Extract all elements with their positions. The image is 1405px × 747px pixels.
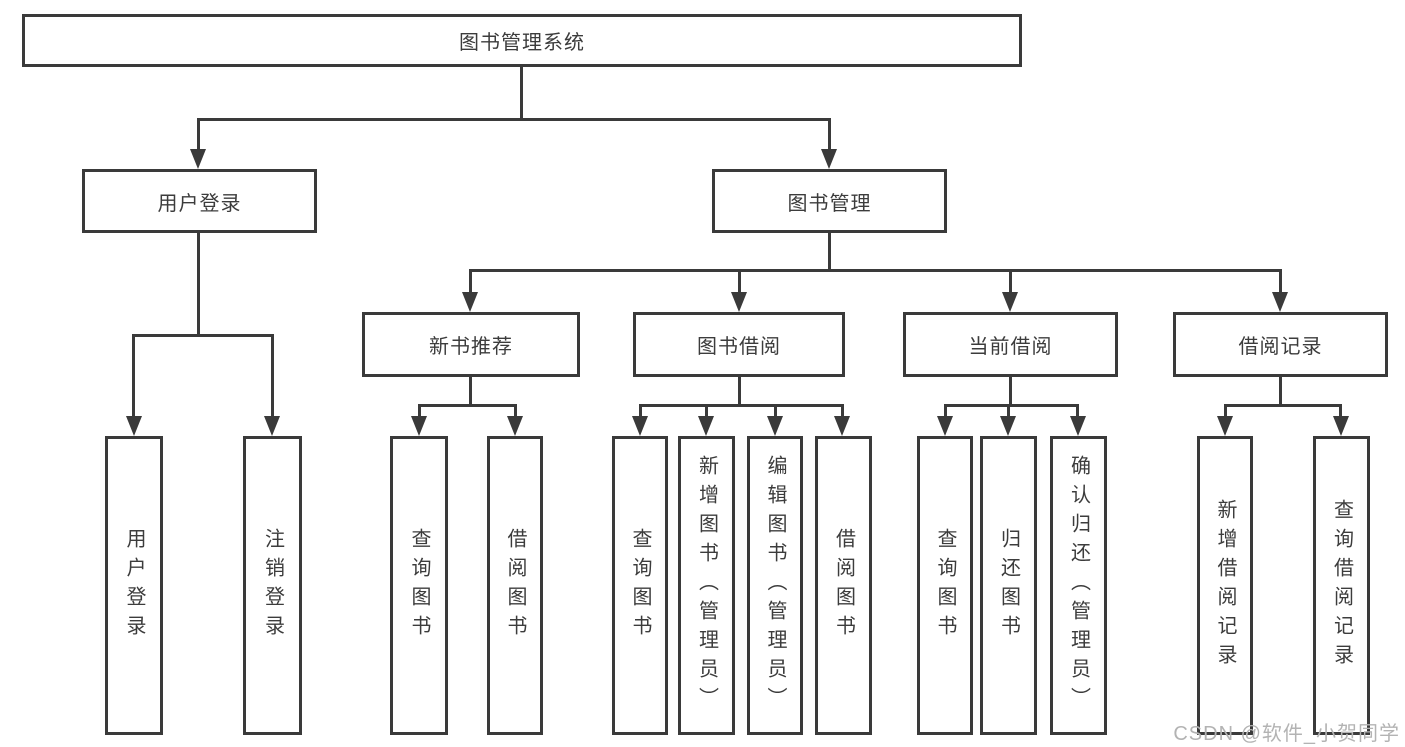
leaf-confirm-return-admin: 确认归还（管理员） <box>1050 436 1107 735</box>
connector-line <box>520 67 523 120</box>
connector-line <box>1007 404 1010 417</box>
arrowhead-icon <box>731 292 747 312</box>
connector-line <box>639 404 844 407</box>
connector-line <box>418 404 517 407</box>
csdn-watermark: CSDN @软件_小贺同学 <box>1173 723 1400 745</box>
node-book-borrowing-label: 图书借阅 <box>697 336 781 358</box>
leaf-edit-book-admin-label: 编辑图书（管理员） <box>764 455 786 716</box>
connector-line <box>1279 269 1282 293</box>
connector-line <box>828 233 831 271</box>
leaf-return-book: 归还图书 <box>980 436 1037 735</box>
connector-line <box>705 404 708 417</box>
node-new-book-recommend-label: 新书推荐 <box>429 336 513 358</box>
connector-line <box>639 404 642 417</box>
connector-line <box>828 118 831 150</box>
connector-line <box>738 377 741 407</box>
arrowhead-icon <box>1002 292 1018 312</box>
leaf-logout-label: 注销登录 <box>261 527 284 644</box>
node-user-login-label: 用户登录 <box>157 192 242 215</box>
node-borrowing-records-label: 借阅记录 <box>1238 336 1323 358</box>
leaf-add-borrow-record-label: 新增借阅记录 <box>1214 498 1236 673</box>
arrowhead-icon <box>507 416 523 436</box>
leaf-user-login: 用户登录 <box>105 436 163 735</box>
arrowhead-icon <box>411 416 427 436</box>
node-borrowing-records: 借阅记录 <box>1173 312 1388 377</box>
connector-line <box>514 404 517 417</box>
leaf-return-book-label: 归还图书 <box>997 527 1020 644</box>
leaf-query-books-current-label: 查询图书 <box>934 527 956 644</box>
connector-line <box>1279 377 1282 407</box>
leaf-user-login-label: 用户登录 <box>123 527 145 644</box>
arrowhead-icon <box>632 416 648 436</box>
node-root: 图书管理系统 <box>22 14 1022 67</box>
leaf-query-books-borrowing-label: 查询图书 <box>629 527 651 644</box>
connector-line <box>1224 404 1227 417</box>
node-book-management-label: 图书管理 <box>787 192 872 215</box>
node-current-borrowing-label: 当前借阅 <box>968 336 1053 358</box>
arrowhead-icon <box>767 416 783 436</box>
arrowhead-icon <box>1333 416 1349 436</box>
connector-line <box>132 334 135 417</box>
node-user-login: 用户登录 <box>82 169 317 233</box>
connector-line <box>469 269 472 293</box>
leaf-borrow-books-recommend: 借阅图书 <box>487 436 543 735</box>
node-new-book-recommend: 新书推荐 <box>362 312 580 377</box>
arrowhead-icon <box>698 416 714 436</box>
leaf-query-borrow-record: 查询借阅记录 <box>1313 436 1370 735</box>
leaf-confirm-return-admin-label: 确认归还（管理员） <box>1067 455 1090 716</box>
arrowhead-icon <box>190 149 206 169</box>
connector-line <box>197 118 200 150</box>
connector-line <box>774 404 777 417</box>
node-root-label: 图书管理系统 <box>459 32 585 54</box>
connector-line <box>944 404 947 417</box>
leaf-query-books-borrowing: 查询图书 <box>612 436 668 735</box>
leaf-query-borrow-record-label: 查询借阅记录 <box>1330 498 1353 673</box>
connector-line <box>418 404 421 417</box>
arrowhead-icon <box>462 292 478 312</box>
arrowhead-icon <box>834 416 850 436</box>
connector-line <box>1076 404 1079 417</box>
connector-line <box>197 118 831 121</box>
connector-line <box>1224 404 1342 407</box>
connector-line <box>944 404 1079 407</box>
connector-line <box>197 233 200 336</box>
connector-line <box>132 334 274 337</box>
leaf-logout: 注销登录 <box>243 436 302 735</box>
node-book-management: 图书管理 <box>712 169 947 233</box>
arrowhead-icon <box>821 149 837 169</box>
arrowhead-icon <box>1000 416 1016 436</box>
leaf-query-books-recommend-label: 查询图书 <box>408 527 430 644</box>
leaf-add-book-admin-label: 新增图书（管理员） <box>695 455 718 716</box>
leaf-query-books-current: 查询图书 <box>917 436 973 735</box>
arrowhead-icon <box>937 416 953 436</box>
arrowhead-icon <box>1070 416 1086 436</box>
arrowhead-icon <box>1272 292 1288 312</box>
leaf-edit-book-admin: 编辑图书（管理员） <box>747 436 803 735</box>
leaf-borrow-books-recommend-label: 借阅图书 <box>504 527 526 644</box>
leaf-add-book-admin: 新增图书（管理员） <box>678 436 735 735</box>
leaf-query-books-recommend: 查询图书 <box>390 436 448 735</box>
arrowhead-icon <box>1217 416 1233 436</box>
connector-line <box>469 377 472 407</box>
connector-line <box>841 404 844 417</box>
connector-line <box>1339 404 1342 417</box>
connector-line <box>271 334 274 417</box>
leaf-borrow-books-borrowing: 借阅图书 <box>815 436 872 735</box>
arrowhead-icon <box>126 416 142 436</box>
connector-line <box>1009 377 1012 407</box>
connector-line <box>738 269 741 293</box>
connector-line <box>1009 269 1012 293</box>
leaf-borrow-books-borrowing-label: 借阅图书 <box>832 527 855 644</box>
connector-line <box>469 269 1282 272</box>
arrowhead-icon <box>264 416 280 436</box>
leaf-add-borrow-record: 新增借阅记录 <box>1197 436 1253 735</box>
node-book-borrowing: 图书借阅 <box>633 312 845 377</box>
node-current-borrowing: 当前借阅 <box>903 312 1118 377</box>
